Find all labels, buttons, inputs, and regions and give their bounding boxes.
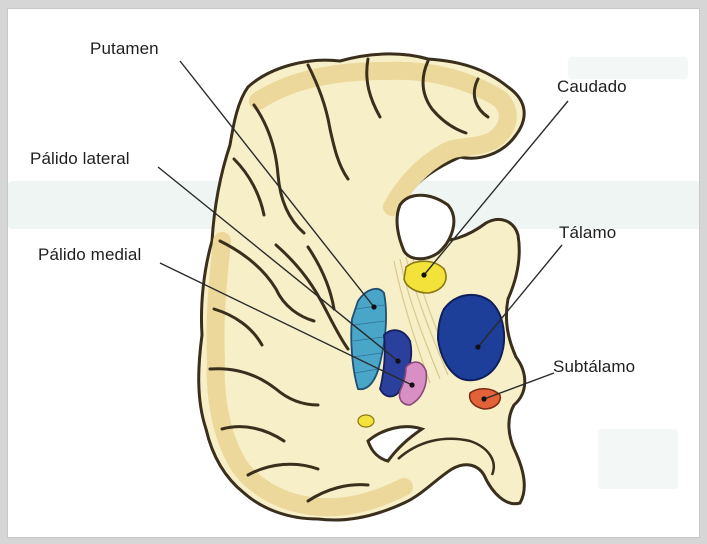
label-talamo: Tálamo [559, 223, 616, 243]
small-nucleus [358, 415, 374, 427]
hemisphere-outline [199, 54, 525, 520]
label-subtalamo: Subtálamo [553, 357, 635, 377]
label-caudado: Caudado [557, 77, 627, 97]
talamo [438, 295, 504, 380]
label-palido-medial: Pálido medial [38, 245, 141, 265]
label-palido-lateral: Pálido lateral [30, 149, 130, 169]
figure-frame: Putamen Caudado Pálido lateral Tálamo Pá… [7, 8, 700, 538]
label-putamen: Putamen [90, 39, 159, 59]
